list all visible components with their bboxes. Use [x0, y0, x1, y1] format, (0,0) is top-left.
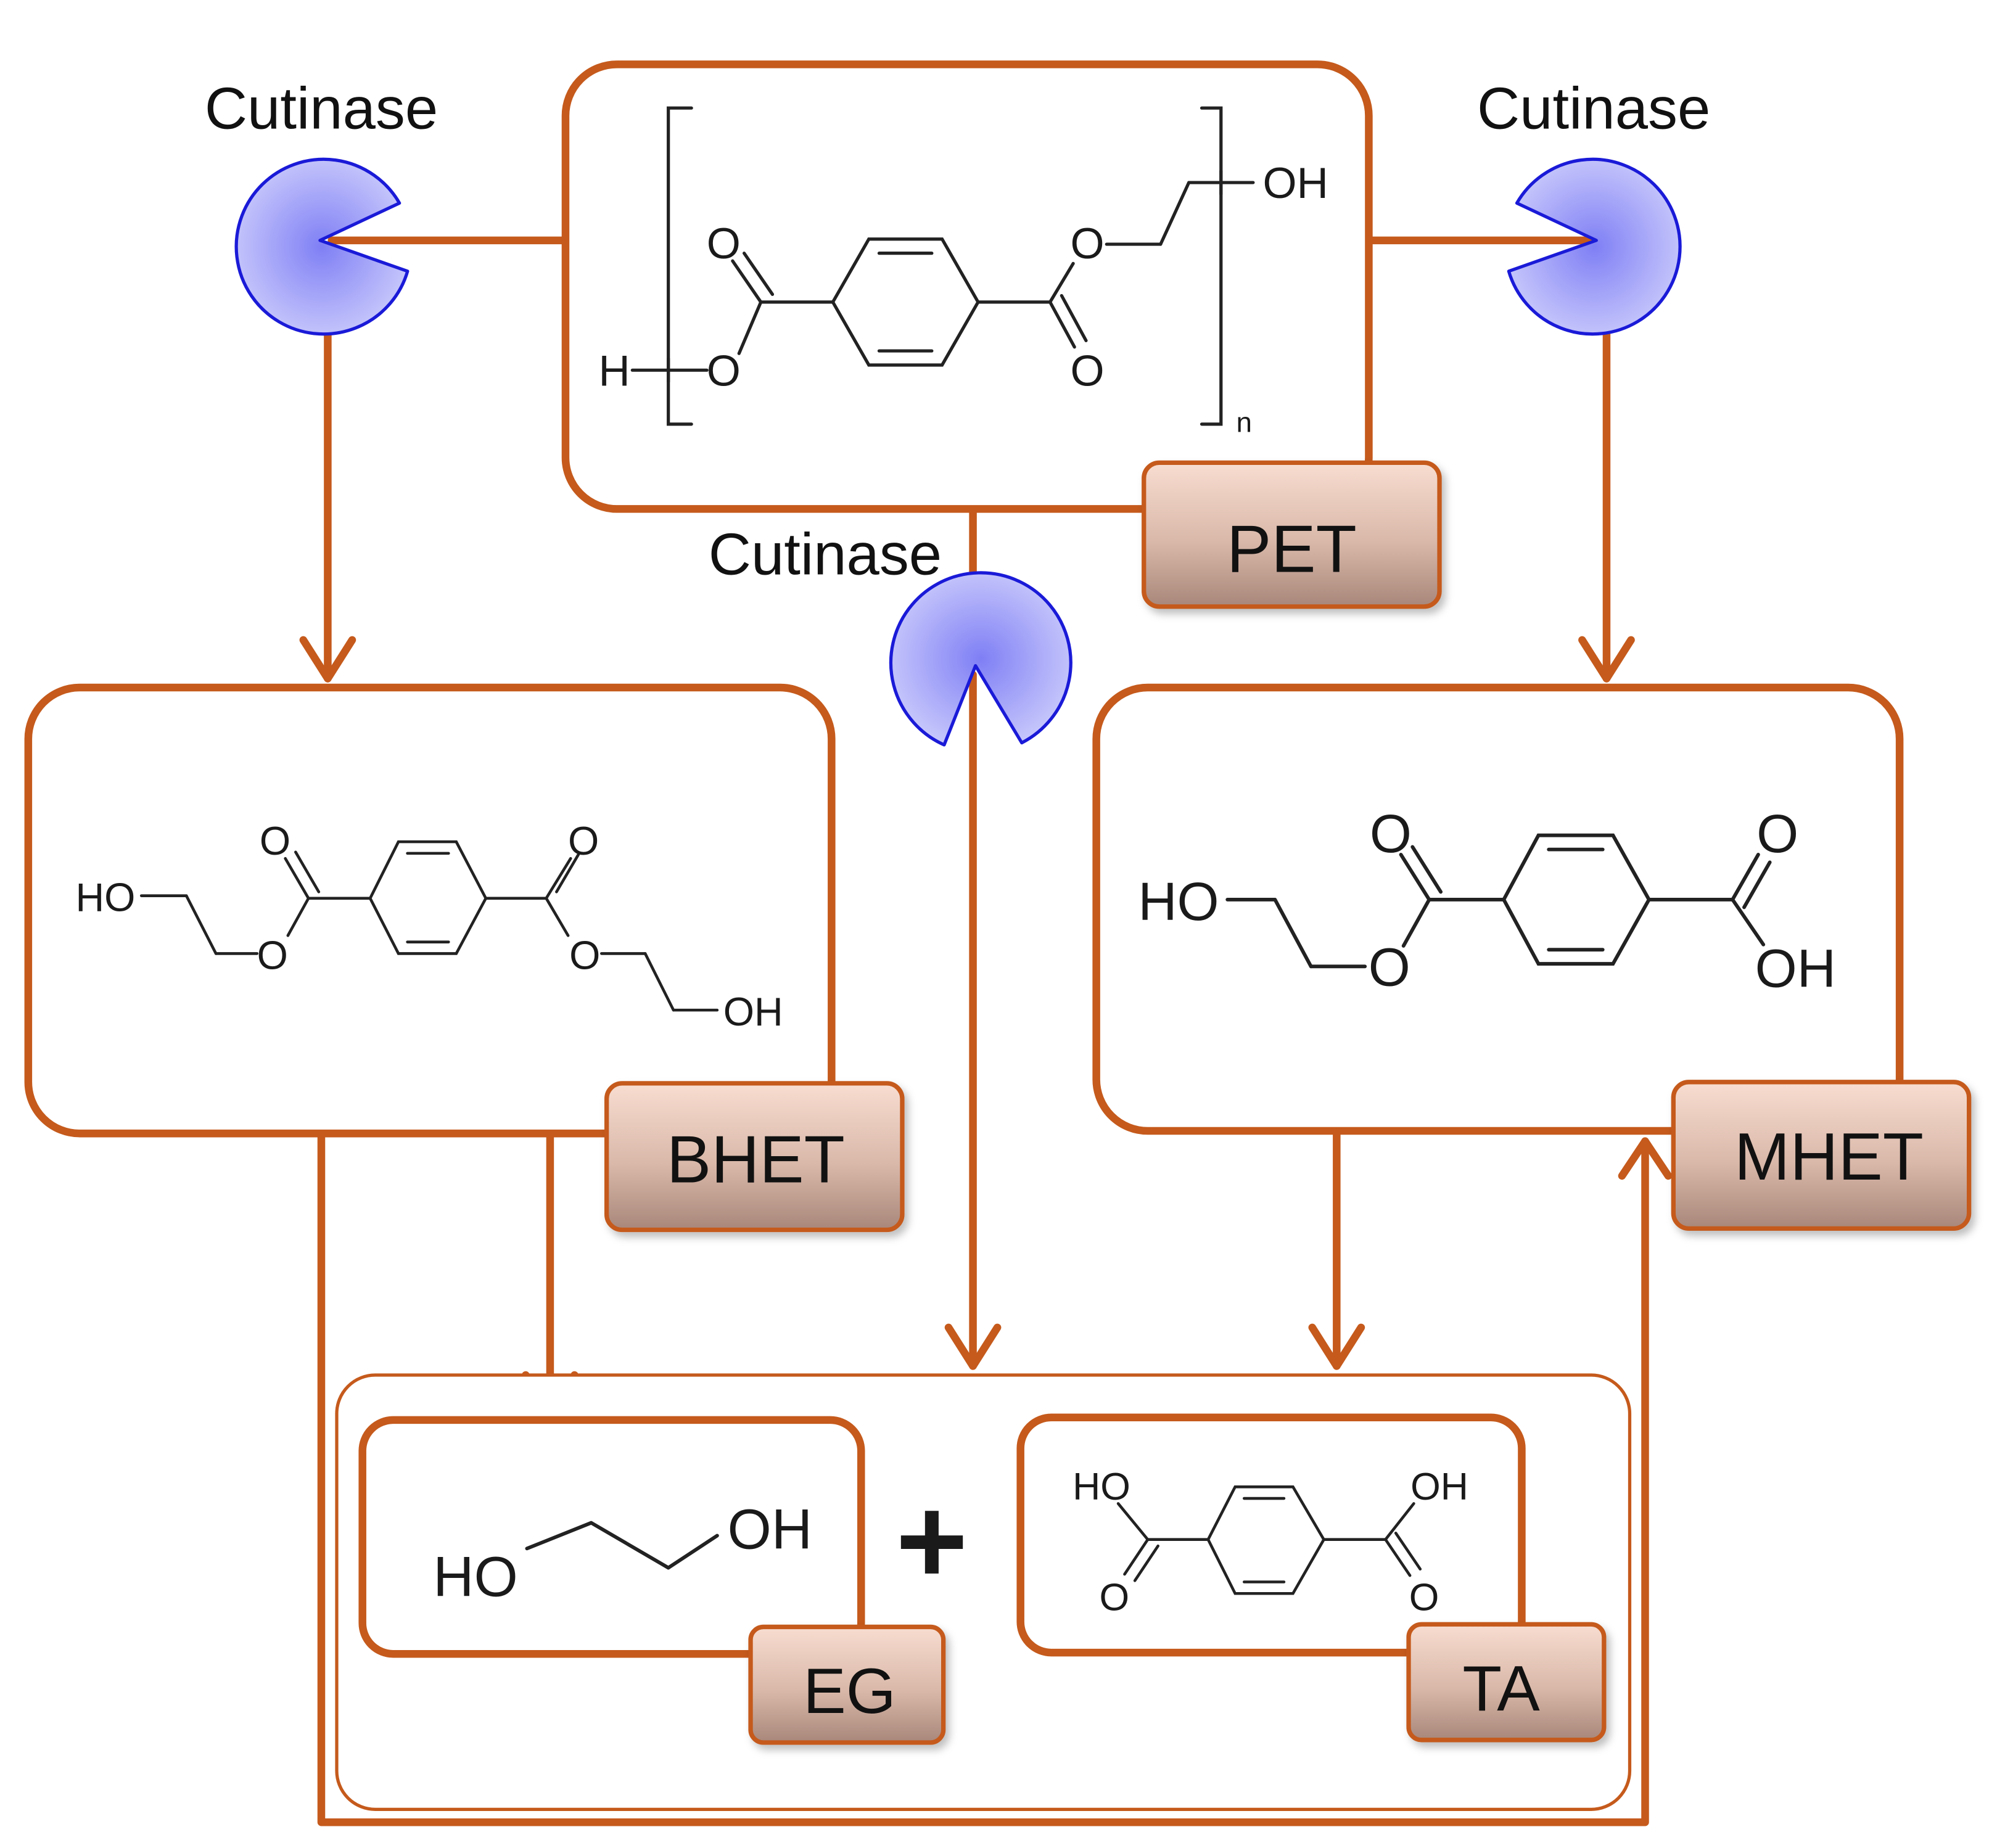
eg-compound: HO OH EG — [358, 1416, 946, 1745]
mhet-atom-oh: OH — [1755, 938, 1836, 999]
ta-structure — [1116, 1485, 1422, 1595]
ta-tag — [1406, 1622, 1607, 1743]
enzyme-label: Cutinase — [709, 522, 942, 588]
bhet-compound: HO O O O O OH BHET — [24, 683, 905, 1233]
mhet-compound: HO O O O OH MHET — [1092, 683, 1972, 1231]
enzyme-left: Cutinase — [205, 76, 438, 336]
flow-bhet-to-mhet-loop — [317, 1129, 1649, 1826]
bhet-atom-oh: OH — [723, 990, 783, 1034]
pet-atom-o: O — [707, 220, 741, 268]
mhet-atom-ho: HO — [1138, 871, 1219, 932]
pet-atom-o: O — [1070, 220, 1104, 268]
cutinase-enzyme-icon — [1507, 157, 1682, 336]
eg-box — [358, 1416, 865, 1658]
mhet-atom-o: O — [1756, 803, 1798, 864]
bhet-atom-o: O — [257, 933, 288, 977]
ta-atom-o: O — [1409, 1575, 1439, 1619]
arrowhead-products-middle — [944, 1323, 1002, 1370]
arrowhead-mhet-loop — [1618, 1137, 1673, 1180]
mhet-atom-o: O — [1369, 937, 1410, 998]
bhet-structure — [139, 840, 719, 1012]
cutinase-enzyme-icon — [234, 157, 410, 336]
arrowhead-products-right — [1308, 1323, 1365, 1370]
ta-atom-o: O — [1099, 1575, 1129, 1619]
pet-tag — [1142, 460, 1442, 609]
pet-atom-oh: OH — [1263, 159, 1328, 208]
pet-structure — [630, 106, 1255, 426]
bhet-atom-ho: HO — [75, 876, 135, 920]
bhet-box — [24, 683, 836, 1138]
bhet-atom-o: O — [260, 819, 290, 863]
enzyme-label: Cutinase — [205, 76, 438, 142]
eg-atom-ho: HO — [433, 1545, 518, 1608]
enzyme-label: Cutinase — [1477, 76, 1710, 142]
ta-atom-ho: HO — [1072, 1465, 1130, 1508]
arrowhead-bhet — [299, 636, 356, 683]
plus-sign: + — [895, 1472, 968, 1610]
enzyme-right: Cutinase — [1477, 76, 1710, 336]
eg-structure — [525, 1521, 719, 1570]
pet-atom-o: O — [1070, 347, 1104, 395]
pet-compound: O O H O O OH n PET — [561, 60, 1442, 609]
bhet-atom-o: O — [568, 819, 599, 863]
pet-repeat-n: n — [1237, 406, 1252, 438]
enzyme-middle: Cutinase — [709, 522, 1072, 747]
bhet-tag-label: BHET — [667, 1122, 845, 1196]
mhet-box — [1092, 683, 1904, 1135]
mhet-structure — [1225, 833, 1772, 969]
eg-tag — [748, 1624, 946, 1745]
ta-tag-label: TA — [1462, 1653, 1540, 1725]
mhet-atom-o: O — [1370, 803, 1412, 864]
ta-box — [1016, 1413, 1526, 1657]
ta-atom-oh: OH — [1410, 1465, 1468, 1508]
arrowhead-mhet — [1578, 636, 1635, 683]
bhet-tag — [604, 1081, 905, 1233]
eg-tag-label: EG — [803, 1656, 896, 1727]
cutinase-enzyme-icon — [889, 571, 1072, 747]
pet-atom-h: H — [599, 347, 630, 395]
ta-compound: HO O OH O TA — [1016, 1413, 1607, 1743]
mhet-tag-label: MHET — [1734, 1119, 1924, 1194]
pet-box — [561, 60, 1373, 513]
bhet-atom-o: O — [569, 933, 600, 977]
eg-atom-oh: OH — [728, 1498, 813, 1561]
pet-tag-label: PET — [1227, 511, 1357, 586]
pet-atom-o: O — [707, 347, 741, 395]
mhet-tag — [1671, 1080, 1972, 1231]
